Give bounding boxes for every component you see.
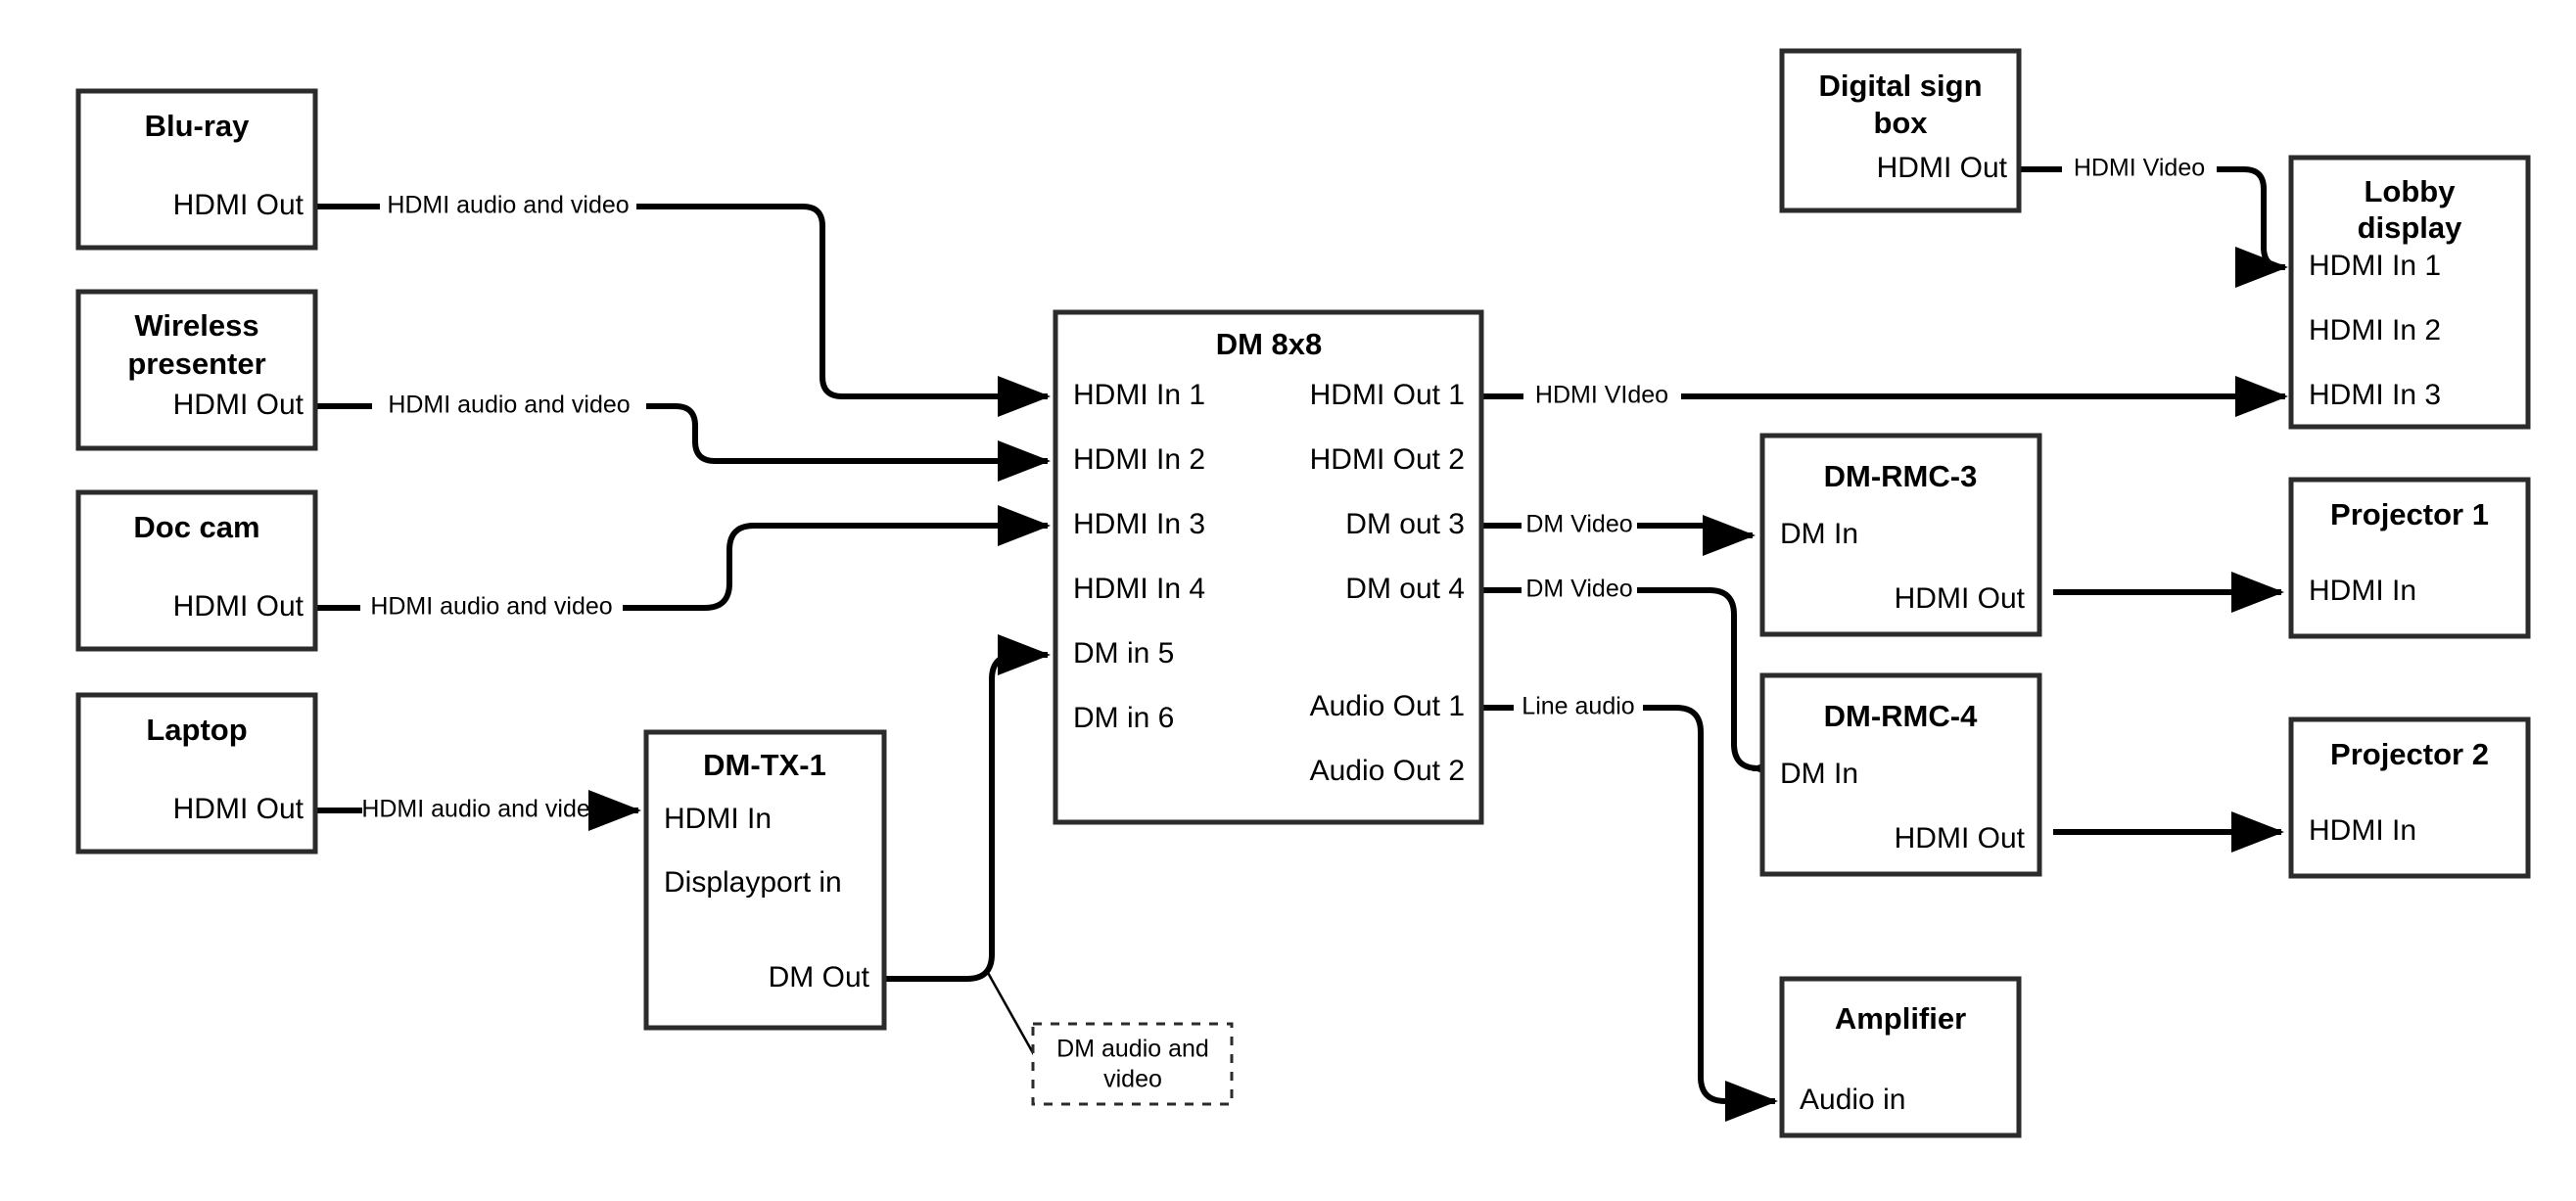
edge-label-dm-out1-to-lobby: HDMI VIdeo (1535, 382, 1668, 409)
dm-note-line1: DM audio and (1056, 1036, 1209, 1063)
projector-1-box[interactable] (2288, 477, 2531, 639)
dm-rmc-3-title: DM-RMC-3 (1824, 459, 1978, 493)
dm-8x8-output-dm-out-3: DM out 3 (1345, 508, 1465, 540)
dm-8x8-input-hdmi-in-3: HDMI In 3 (1073, 508, 1205, 540)
wire-dm-audio1-to-amplifier (1483, 705, 1775, 1101)
dm-tx-1-port-hdmi-in: HDMI In (664, 803, 772, 835)
note-dm-audio-and-video: DM audio and video (1031, 1022, 1234, 1106)
projector-2-box[interactable] (2288, 716, 2531, 879)
wire-dm-out4-to-rmc4 (1483, 587, 1758, 768)
dm-8x8-input-hdmi-in-2: HDMI In 2 (1073, 443, 1205, 476)
dm-rmc-3-port-hdmi-out: HDMI Out (1895, 582, 2026, 615)
dm-rmc-4-box[interactable] (1759, 672, 2042, 877)
lobby-display-input-hdmi-in-2: HDMI In 2 (2309, 314, 2441, 346)
device-laptop[interactable]: Laptop HDMI Out (75, 692, 318, 855)
dm-8x8-output-hdmi-out-2: HDMI Out 2 (1310, 443, 1465, 476)
dm-rmc-3-box[interactable] (1759, 433, 2042, 637)
dm-rmc-4-port-dm-in: DM In (1780, 758, 1858, 790)
device-bluray[interactable]: Blu-ray HDMI Out (75, 88, 318, 251)
digital-sign-box-box[interactable] (1779, 48, 2022, 213)
bluray-port-hdmi-out: HDMI Out (173, 189, 304, 221)
edge-label-dm-out3-to-rmc3: DM Video (1525, 511, 1632, 538)
wire-doccam-to-dm-in3 (315, 526, 1048, 611)
lobby-display-input-hdmi-in-3: HDMI In 3 (2309, 379, 2441, 411)
dm-8x8-output-hdmi-out-1: HDMI Out 1 (1310, 379, 1465, 411)
dm-tx-1-port-dm-out: DM Out (769, 961, 870, 993)
dm-8x8-title: DM 8x8 (1216, 327, 1323, 361)
laptop-port-hdmi-out: HDMI Out (173, 793, 304, 825)
dm-8x8-output-audio-out-2: Audio Out 2 (1310, 755, 1465, 787)
dm-note-box (1031, 1022, 1234, 1106)
dm-8x8-input-dm-in-6: DM in 6 (1073, 702, 1174, 734)
projector-1-title: Projector 1 (2330, 497, 2489, 531)
device-wireless-presenter[interactable]: Wireless presenter HDMI Out (75, 289, 318, 451)
dm-rmc-3-port-dm-in: DM In (1780, 518, 1858, 550)
device-projector-1[interactable]: Projector 1 HDMI In (2288, 477, 2531, 639)
doc-cam-port-hdmi-out: HDMI Out (173, 590, 304, 623)
projector-2-port-hdmi-in: HDMI In (2309, 814, 2416, 847)
wire-dmtx1-to-dm-in5 (886, 634, 1051, 982)
doc-cam-box[interactable] (75, 489, 318, 652)
device-digital-sign-box[interactable]: Digital sign box HDMI Out (1779, 48, 2022, 213)
dm-8x8-box[interactable] (1053, 309, 1484, 825)
wireless-presenter-title-line1: Wireless (134, 308, 258, 343)
digital-sign-box-title-line2: box (1873, 106, 1928, 140)
dm-note-line2: video (1103, 1066, 1162, 1093)
dm-tx-1-port-displayport-in: Displayport in (664, 866, 842, 899)
edge-label-wireless-to-dm: HDMI audio and video (388, 392, 630, 419)
laptop-box[interactable] (75, 692, 318, 855)
edge-label-bluray-to-dm: HDMI audio and video (387, 192, 629, 219)
lobby-display-title-line2: display (2358, 210, 2463, 245)
edge-label-signbox-to-lobby: HDMI Video (2074, 155, 2205, 182)
dm-tx-1-box[interactable] (643, 729, 887, 1031)
device-dm-tx-1[interactable]: DM-TX-1 HDMI In Displayport in DM Out (643, 729, 887, 1031)
laptop-title: Laptop (146, 713, 247, 747)
dm-8x8-input-hdmi-in-1: HDMI In 1 (1073, 379, 1205, 411)
dm-tx-1-title: DM-TX-1 (703, 748, 826, 782)
digital-sign-box-title-line1: Digital sign (1818, 69, 1982, 103)
wire-signbox-to-lobby-in1 (2019, 166, 2285, 267)
edge-label-dm-out4-to-rmc4: DM Video (1525, 576, 1632, 603)
dm-rmc-4-port-hdmi-out: HDMI Out (1895, 822, 2026, 855)
device-projector-2[interactable]: Projector 2 HDMI In (2288, 716, 2531, 879)
amplifier-box[interactable] (1779, 976, 2022, 1138)
wireless-presenter-box[interactable] (75, 289, 318, 451)
projector-2-title: Projector 2 (2330, 737, 2489, 771)
device-doc-cam[interactable]: Doc cam HDMI Out (75, 489, 318, 652)
bluray-box[interactable] (75, 88, 318, 251)
lobby-display-title-line1: Lobby (2365, 174, 2457, 208)
wire-bluray-to-dm-in1 (315, 204, 1048, 396)
edge-label-laptop-to-tx: HDMI audio and video (361, 796, 603, 823)
dm-8x8-input-hdmi-in-4: HDMI In 4 (1073, 573, 1205, 605)
wire-dm-out3-to-rmc3 (1483, 526, 1753, 536)
doc-cam-title: Doc cam (133, 510, 259, 544)
lobby-display-input-hdmi-in-1: HDMI In 1 (2309, 250, 2441, 282)
digital-sign-box-port-hdmi-out: HDMI Out (1877, 152, 2008, 184)
lobby-display-box[interactable] (2288, 155, 2531, 430)
device-amplifier[interactable]: Amplifier Audio in (1779, 976, 2022, 1138)
dm-rmc-4-title: DM-RMC-4 (1824, 699, 1978, 733)
wire-wireless-to-dm-in2 (315, 403, 1048, 461)
dm-8x8-output-audio-out-1: Audio Out 1 (1310, 690, 1465, 722)
dm-8x8-output-dm-out-4: DM out 4 (1345, 573, 1465, 605)
wireless-presenter-port-hdmi-out: HDMI Out (173, 389, 304, 421)
edge-label-dm-audio1-to-amp: Line audio (1522, 693, 1634, 720)
dm-8x8-input-dm-in-5: DM in 5 (1073, 637, 1174, 670)
amplifier-title: Amplifier (1835, 1001, 1966, 1036)
wireless-presenter-title-line2: presenter (127, 346, 265, 381)
bluray-title: Blu-ray (145, 109, 251, 143)
edge-label-doccam-to-dm: HDMI audio and video (370, 593, 612, 621)
projector-1-port-hdmi-in: HDMI In (2309, 575, 2416, 607)
amplifier-port-audio-in: Audio in (1800, 1084, 1905, 1116)
device-lobby-display[interactable]: Lobby display HDMI In 1 HDMI In 2 HDMI I… (2288, 155, 2531, 430)
device-dm-rmc-3[interactable]: DM-RMC-3 DM In HDMI Out (1759, 433, 2042, 637)
device-dm-rmc-4[interactable]: DM-RMC-4 DM In HDMI Out (1759, 672, 2042, 877)
device-dm-8x8[interactable]: DM 8x8 HDMI In 1 HDMI In 2 HDMI In 3 HDM… (1053, 309, 1484, 825)
